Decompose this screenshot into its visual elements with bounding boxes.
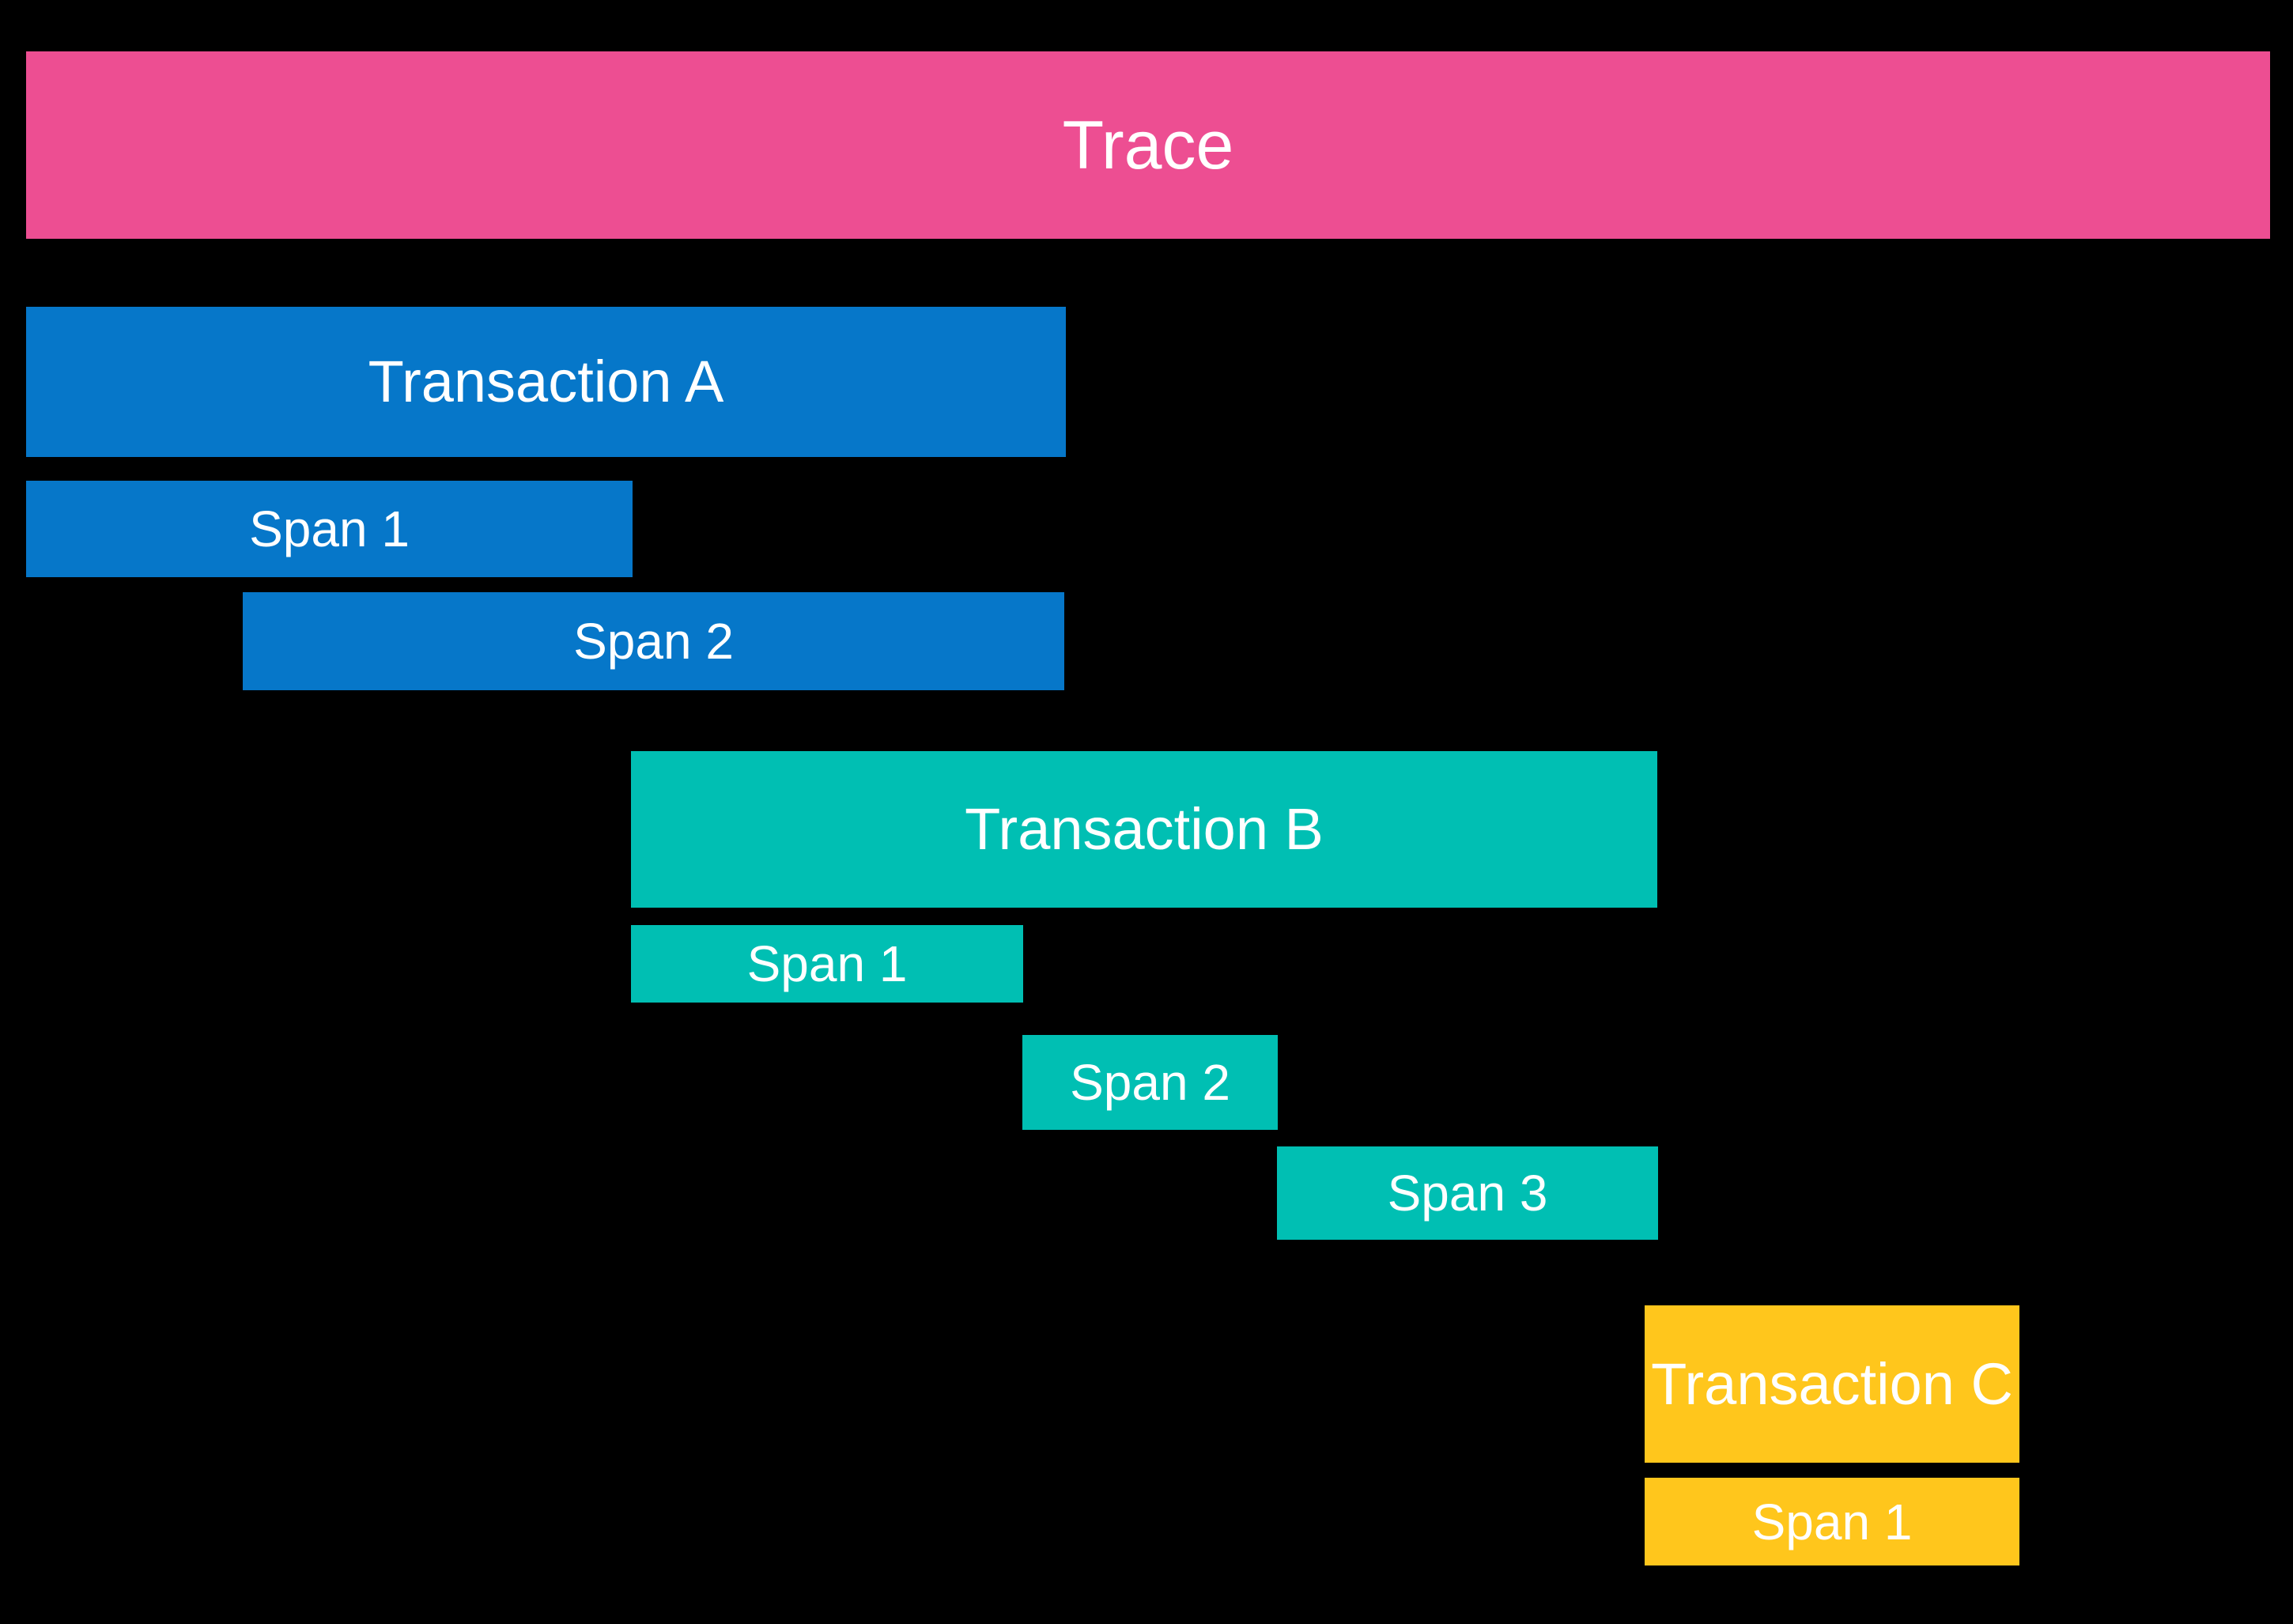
bar-label-transaction-a: Transaction A (368, 349, 724, 414)
bar-label-transaction-a-span-2: Span 2 (573, 613, 734, 670)
bar-transaction-b-span-3: Span 3 (1277, 1146, 1658, 1240)
bar-transaction-a-span-2: Span 2 (243, 592, 1064, 690)
bar-label-transaction-a-span-1: Span 1 (249, 500, 410, 557)
bar-label-transaction-c: Transaction C (1651, 1350, 2013, 1417)
bar-label-transaction-c-span-1: Span 1 (1751, 1493, 1913, 1550)
bar-transaction-b-span-2: Span 2 (1022, 1035, 1278, 1130)
bar-transaction-a-span-1: Span 1 (26, 481, 633, 577)
bar-label-transaction-b-span-2: Span 2 (1070, 1054, 1230, 1111)
bar-label-transaction-b-span-3: Span 3 (1387, 1165, 1548, 1222)
bar-transaction-c-span-1: Span 1 (1645, 1478, 2019, 1565)
bar-trace: Trace (26, 51, 2270, 239)
bar-transaction-a: Transaction A (26, 307, 1066, 457)
bar-transaction-c: Transaction C (1645, 1305, 2019, 1463)
bar-label-transaction-b: Transaction B (965, 796, 1324, 862)
bar-label-transaction-b-span-1: Span 1 (746, 935, 908, 992)
bar-transaction-b: Transaction B (631, 751, 1657, 908)
bar-label-trace: Trace (1062, 107, 1234, 183)
bar-transaction-b-span-1: Span 1 (631, 925, 1023, 1003)
